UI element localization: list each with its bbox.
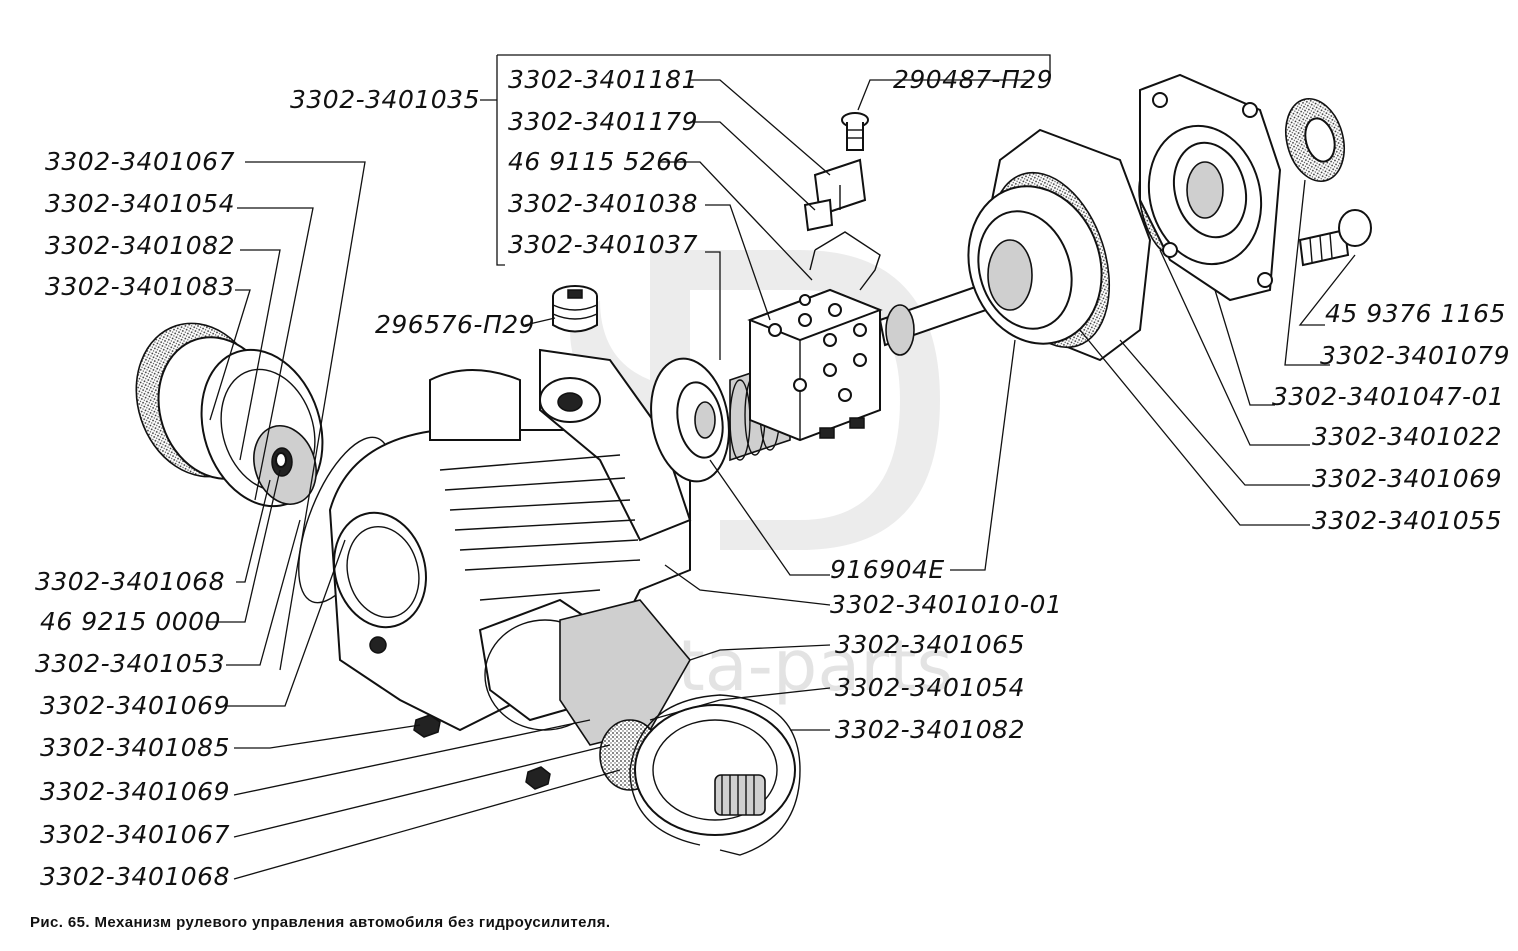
group-bracket-left	[496, 55, 505, 266]
callout-labels: 3302-3401035 3302-3401181 3302-3401179 4…	[35, 65, 1510, 891]
label-3302-3401079: 3302-3401079	[1320, 341, 1510, 370]
wire-retainer	[809, 231, 881, 291]
label-3302-3401010-01: 3302-3401010-01	[830, 590, 1062, 619]
leader-lines	[207, 79, 1356, 880]
bolt-459376	[1298, 209, 1372, 267]
label-3302-3401054-a: 3302-3401054	[45, 189, 235, 218]
clamp-clip	[803, 158, 867, 232]
label-3302-3401053: 3302-3401053	[35, 649, 225, 678]
label-3302-3401069-a: 3302-3401069	[40, 691, 230, 720]
label-296576-p29: 296576-П29	[375, 310, 535, 339]
label-45-9376-1165: 45 9376 1165	[1325, 299, 1506, 328]
label-3302-3401038: 3302-3401038	[508, 189, 698, 218]
label-3302-3401179: 3302-3401179	[508, 107, 698, 136]
label-3302-3401037: 3302-3401037	[508, 230, 698, 259]
group-bracket-top	[497, 54, 1051, 75]
label-3302-3401067-b: 3302-3401067	[40, 820, 230, 849]
bolt-290487	[841, 112, 869, 151]
label-3302-3401035: 3302-3401035	[290, 85, 480, 114]
label-3302-3401054-b: 3302-3401054	[835, 673, 1025, 702]
label-3302-3401065: 3302-3401065	[835, 630, 1025, 659]
upper-cover-with-seal	[967, 128, 1152, 362]
nut-small-2	[525, 766, 551, 790]
label-3302-3401067-a: 3302-3401067	[45, 147, 235, 176]
bearing-916904	[650, 357, 730, 483]
label-3302-3401069-c: 3302-3401069	[1312, 464, 1502, 493]
label-3302-3401022: 3302-3401022	[1312, 422, 1502, 451]
sector-shaft-cover	[559, 599, 796, 836]
nut-small-1	[413, 714, 441, 738]
label-46-9215-0000: 46 9215 0000	[40, 607, 221, 636]
plug-296576	[552, 285, 598, 333]
label-3302-3401181: 3302-3401181	[508, 65, 698, 94]
adjuster-housing-right	[1139, 73, 1282, 302]
label-3302-3401068-b: 3302-3401068	[40, 862, 230, 891]
label-3302-3401085: 3302-3401085	[40, 733, 230, 762]
label-3302-3401055: 3302-3401055	[1312, 506, 1502, 535]
label-46-9115-5266: 46 9115 5266	[508, 147, 689, 176]
label-290487-p29: 290487-П29	[893, 65, 1053, 94]
label-3302-3401082-a: 3302-3401082	[45, 231, 235, 260]
washer-right	[1285, 97, 1345, 183]
label-916904e: 916904Е	[830, 555, 945, 584]
label-3302-3401069-b: 3302-3401069	[40, 777, 230, 806]
label-3302-3401082-b: 3302-3401082	[835, 715, 1025, 744]
left-end-cover	[135, 322, 324, 508]
label-3302-3401047-01: 3302-3401047-01	[1272, 382, 1504, 411]
label-3302-3401068-a: 3302-3401068	[35, 567, 225, 596]
snap-ring-bottom	[629, 694, 801, 856]
figure-caption: Рис. 65. Механизм рулевого управления ав…	[30, 914, 611, 931]
label-3302-3401083: 3302-3401083	[45, 272, 235, 301]
valve-block	[747, 288, 915, 442]
